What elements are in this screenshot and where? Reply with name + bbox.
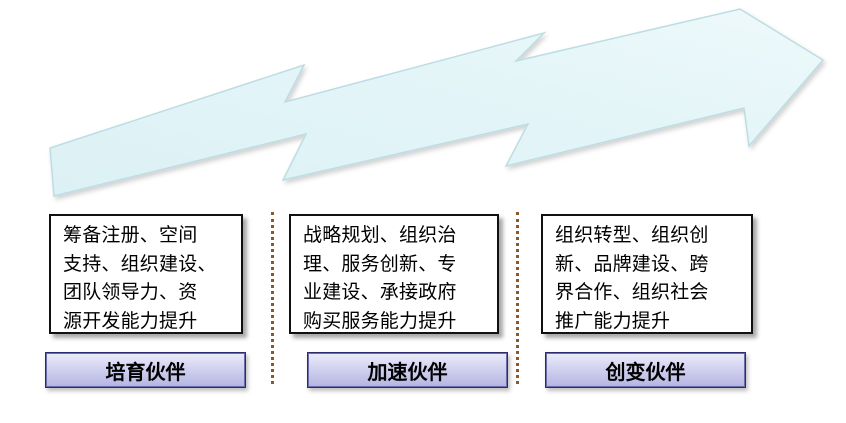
stage-1-label: 培育伙伴 xyxy=(45,352,246,388)
stage-2-description: 战略规划、组织治 理、服务创新、专 业建设、承接政府 购买服务能力提升 xyxy=(289,214,499,334)
stage-2-line-4: 购买服务能力提升 xyxy=(303,309,457,332)
stage-divider-1 xyxy=(271,212,274,384)
stage-2-line-1: 战略规划、组织治 xyxy=(303,224,457,246)
stage-divider-2 xyxy=(516,212,519,384)
stage-3-line-4: 推广能力提升 xyxy=(555,309,671,332)
growth-arrow-shape xyxy=(49,8,825,197)
stage-1-line-3: 团队领导力、资 xyxy=(63,281,198,303)
stage-3-label-text: 创变伙伴 xyxy=(605,359,686,384)
stage-2-label: 加速伙伴 xyxy=(307,352,508,388)
stage-3-line-3: 界合作、组织社会 xyxy=(555,281,709,303)
stage-1-description: 筹备注册、空间 支持、组织建设、 团队领导力、资 源开发能力提升 xyxy=(49,214,243,334)
stage-3-description: 组织转型、组织创 新、品牌建设、跨 界合作、组织社会 推广能力提升 xyxy=(541,214,753,334)
stage-1-line-1: 筹备注册、空间 xyxy=(63,224,198,246)
stage-1-line-2: 支持、组织建设、 xyxy=(63,252,217,275)
stage-2-line-2: 理、服务创新、专 xyxy=(303,252,457,275)
stage-3-line-2: 新、品牌建设、跨 xyxy=(555,252,709,275)
stage-1-line-4: 源开发能力提升 xyxy=(63,309,198,332)
stage-3-line-1: 组织转型、组织创 xyxy=(555,224,709,246)
stage-2-line-3: 业建设、承接政府 xyxy=(303,281,457,303)
growth-arrow xyxy=(0,0,846,210)
stage-2-label-text: 加速伙伴 xyxy=(367,359,448,384)
stage-3-label: 创变伙伴 xyxy=(545,352,746,388)
growth-arrow-path xyxy=(49,8,825,197)
stage-1-label-text: 培育伙伴 xyxy=(105,359,186,384)
